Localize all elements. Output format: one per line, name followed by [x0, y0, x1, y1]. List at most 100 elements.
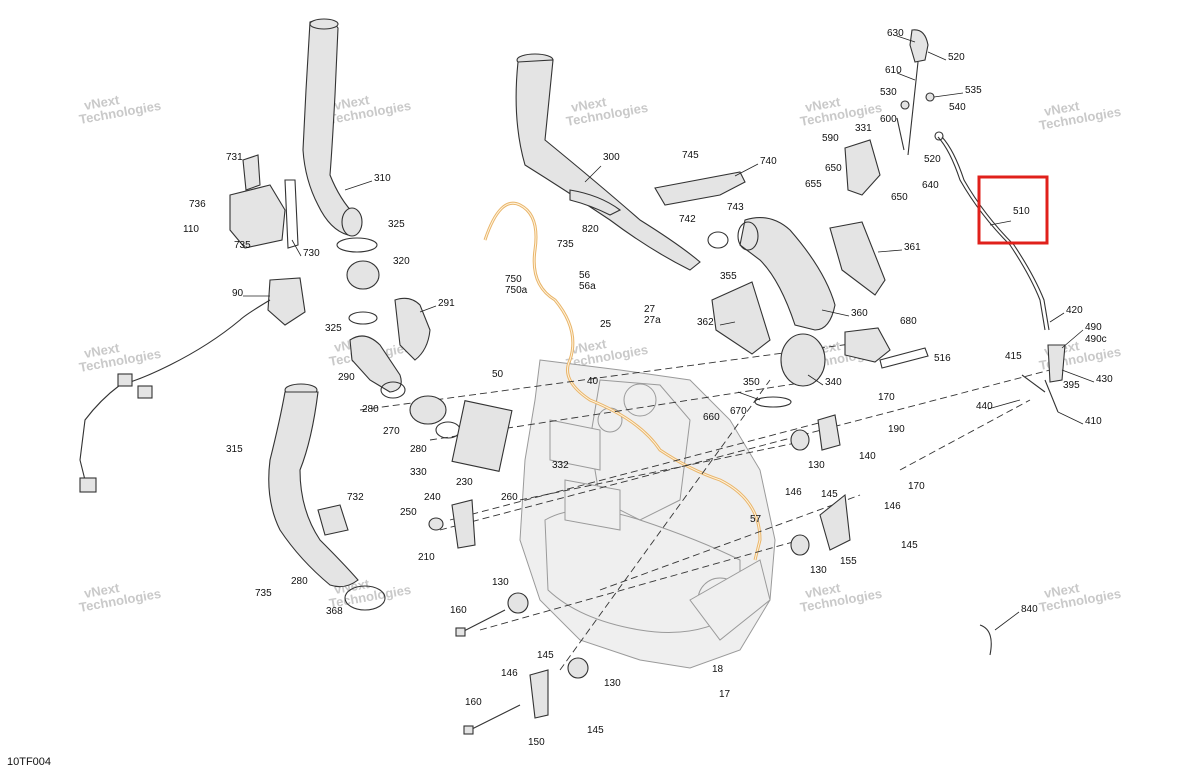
hose-840: [979, 624, 992, 656]
callout-155: 155: [840, 556, 857, 567]
callout-130: 130: [810, 565, 827, 576]
callout-280: 280: [362, 404, 379, 415]
callout-420: 420: [1066, 305, 1083, 316]
svg-text:vNext: vNext: [570, 336, 608, 357]
figure-id: 10TF004: [7, 756, 52, 768]
callout-415: 415: [1005, 351, 1022, 362]
callout-590: 590: [822, 133, 839, 144]
callout-40: 40: [587, 376, 599, 387]
callout-210: 210: [418, 552, 435, 563]
callout-731: 731: [226, 152, 243, 163]
callout-732: 732: [347, 492, 364, 503]
callout-735: 735: [255, 588, 272, 599]
callout-520: 520: [924, 154, 941, 165]
svg-text:vNext: vNext: [83, 92, 121, 113]
callout-130: 130: [604, 678, 621, 689]
callout-516: 516: [934, 353, 951, 364]
svg-text:vNext: vNext: [83, 340, 121, 361]
callout-300: 300: [603, 152, 620, 163]
callout-146: 146: [884, 501, 901, 512]
callout-355: 355: [720, 271, 737, 282]
callout-310: 310: [374, 173, 391, 184]
callout-130: 130: [492, 577, 509, 588]
callout-160: 160: [465, 697, 482, 708]
callout-270: 270: [383, 426, 400, 437]
callout-280: 280: [410, 444, 427, 455]
callout-745: 745: [682, 150, 699, 161]
callout-535: 535: [965, 85, 982, 96]
callout-520: 520: [948, 52, 965, 63]
callout-320: 320: [393, 256, 410, 267]
callout-368: 368: [326, 606, 343, 617]
callout-840: 840: [1021, 604, 1038, 615]
svg-text:vNext: vNext: [83, 580, 121, 601]
callout-670: 670: [730, 406, 747, 417]
callout-145: 145: [537, 650, 554, 661]
highlight-box-510: [977, 175, 1049, 245]
callout-530: 530: [880, 87, 897, 98]
callout-490c: 490c: [1085, 334, 1107, 345]
callout-280: 280: [291, 576, 308, 587]
callout-680: 680: [900, 316, 917, 327]
callout-490: 490: [1085, 322, 1102, 333]
callout-540: 540: [949, 102, 966, 113]
intake-boot-290: [349, 297, 513, 472]
air-intake-duct-310: [302, 18, 363, 237]
callout-362: 362: [697, 317, 714, 328]
callout-315: 315: [226, 444, 243, 455]
callout-331: 331: [855, 123, 872, 134]
alignment-lines: [359, 339, 1051, 671]
callout-740: 740: [760, 156, 777, 167]
callout-610: 610: [885, 65, 902, 76]
callout-350: 350: [743, 377, 760, 388]
callout-655: 655: [805, 179, 822, 190]
bracket-730: [229, 154, 299, 249]
callout-730: 730: [303, 248, 320, 259]
svg-text:vNext: vNext: [1043, 580, 1081, 601]
callout-27: 27: [644, 304, 656, 315]
callout-145: 145: [821, 489, 838, 500]
muffler-360: [707, 217, 886, 408]
callout-510: 510: [1013, 206, 1030, 217]
callout-600: 600: [880, 114, 897, 125]
callout-743: 743: [727, 202, 744, 213]
callout-230: 230: [456, 477, 473, 488]
callout-18: 18: [712, 664, 724, 675]
callout-410: 410: [1085, 416, 1102, 427]
wiring-harness: [483, 201, 762, 561]
callout-56: 56: [579, 270, 591, 281]
callout-17: 17: [719, 689, 731, 700]
callout-50: 50: [492, 369, 504, 380]
callout-140: 140: [859, 451, 876, 462]
callout-250: 250: [400, 507, 417, 518]
callout-630: 630: [887, 28, 904, 39]
callout-25: 25: [600, 319, 612, 330]
part-callouts: 6305206105355305406003315905206506406556…: [183, 28, 1113, 748]
callout-145: 145: [901, 540, 918, 551]
bolts-160: [455, 609, 521, 735]
callout-650: 650: [891, 192, 908, 203]
callout-660: 660: [703, 412, 720, 423]
callout-56a: 56a: [579, 281, 596, 292]
callout-735: 735: [234, 240, 251, 251]
exhaust-pipe-300: [515, 53, 701, 271]
leader-lines: [243, 35, 1095, 631]
callout-145: 145: [587, 725, 604, 736]
callout-170: 170: [908, 481, 925, 492]
bracket-680: [844, 327, 929, 369]
callout-736: 736: [189, 199, 206, 210]
svg-text:vNext: vNext: [333, 92, 371, 113]
callout-290: 290: [338, 372, 355, 383]
callout-170: 170: [878, 392, 895, 403]
callout-750a: 750a: [505, 285, 528, 296]
clamp-325: [336, 237, 380, 325]
callout-750: 750: [505, 274, 522, 285]
